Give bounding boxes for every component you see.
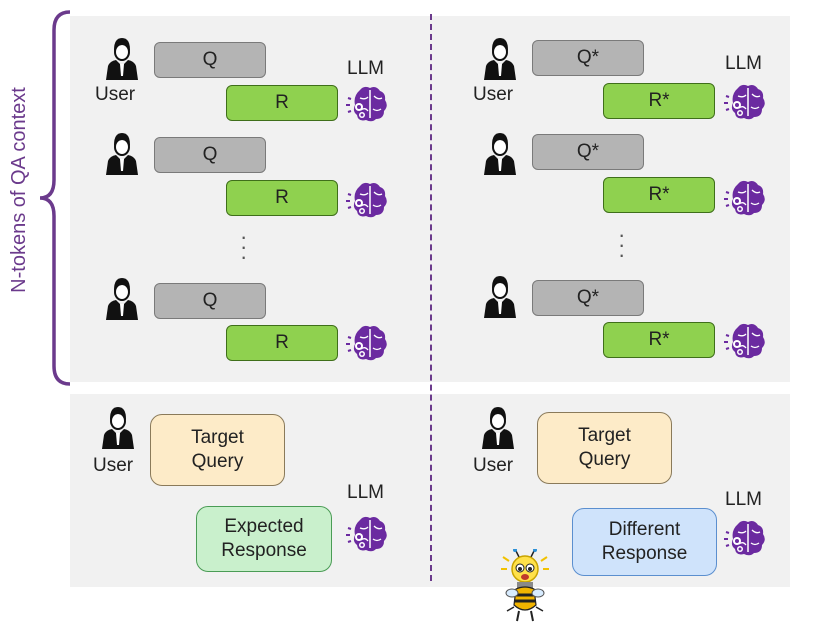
user-icon (106, 133, 138, 175)
query-box: Q (154, 137, 266, 173)
llm-label: LLM (347, 482, 384, 503)
user-icon (482, 407, 514, 449)
llm-label: LLM (725, 53, 762, 74)
expected-response-box: Expected Response (196, 506, 332, 572)
target-query-box: Target Query (537, 412, 672, 484)
response-box: R (226, 325, 338, 361)
user-icon (106, 38, 138, 80)
user-label: User (473, 84, 514, 105)
ellipsis-dots: ··· (240, 224, 248, 269)
brain-icon (724, 323, 765, 359)
brain-icon (724, 520, 765, 556)
brain-icon (724, 180, 765, 216)
brain-icon (346, 516, 387, 552)
response-box: R* (603, 83, 715, 119)
side-label: N-tokens of QA context (8, 87, 30, 293)
llm-label: LLM (725, 489, 762, 510)
brain-icon (346, 325, 387, 361)
bug-icon (501, 549, 549, 622)
curly-brace-icon (39, 10, 71, 386)
user-icon (102, 407, 134, 449)
ellipsis-dots: ··· (618, 222, 626, 267)
user-icon (484, 38, 516, 80)
query-box: Q* (532, 280, 644, 316)
query-box: Q* (532, 40, 644, 76)
query-box: Q (154, 42, 266, 78)
brain-icon (346, 86, 387, 122)
user-icon (484, 276, 516, 318)
response-box: R (226, 180, 338, 216)
divider-line (430, 14, 432, 581)
user-icon (484, 133, 516, 175)
user-icon (106, 278, 138, 320)
brain-icon (346, 182, 387, 218)
llm-label: LLM (347, 58, 384, 79)
response-box: R* (603, 177, 715, 213)
response-box: R (226, 85, 338, 121)
query-box: Q* (532, 134, 644, 170)
query-box: Q (154, 283, 266, 319)
user-label: User (473, 455, 514, 476)
different-response-box: Different Response (572, 508, 717, 576)
target-query-box: Target Query (150, 414, 285, 486)
brain-icon (724, 84, 765, 120)
user-label: User (93, 455, 134, 476)
response-box: R* (603, 322, 715, 358)
user-label: User (95, 84, 136, 105)
